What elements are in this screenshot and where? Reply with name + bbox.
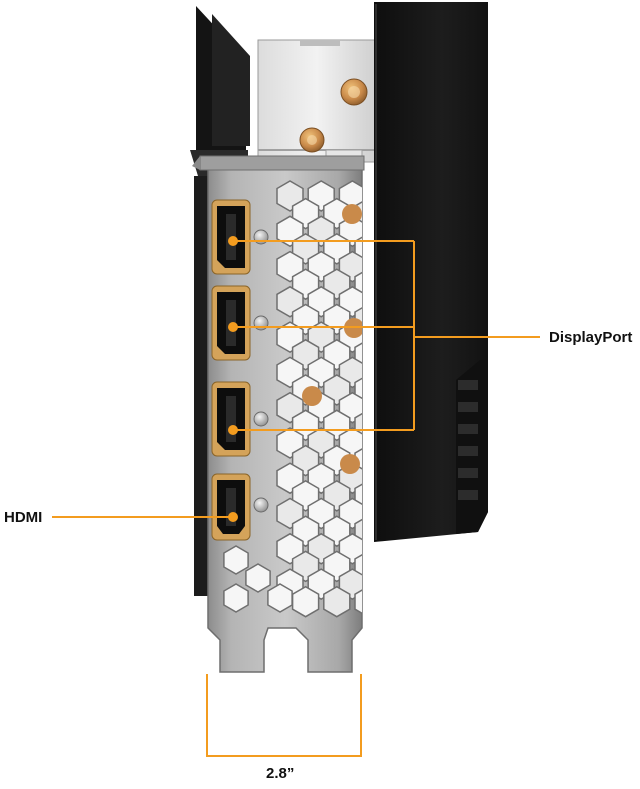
displayport-label: DisplayPort (549, 329, 633, 346)
hdmi-dot (228, 512, 238, 522)
port-screw (253, 497, 269, 513)
heatsink-block (257, 39, 377, 175)
vent-hole (267, 583, 293, 613)
vent-hole (354, 585, 362, 618)
dp-dot-3 (228, 425, 238, 435)
hdmi-label: HDMI (4, 509, 43, 526)
dp-dot-1 (228, 236, 238, 246)
fan-shroud (374, 2, 488, 542)
vent-pattern (223, 180, 362, 618)
port-screw (253, 411, 269, 427)
heatpipe-glimpse (342, 204, 362, 224)
callout-lines (52, 240, 540, 757)
bracket-width-label: 2.8” (266, 765, 295, 782)
width-dimension-bracket (206, 674, 362, 757)
pcb-edge (194, 176, 210, 596)
vent-hole (323, 585, 351, 618)
port-tongue (226, 488, 236, 526)
heatpipe-glimpse (302, 386, 322, 406)
callout-dots (228, 236, 238, 522)
port-tongue (226, 396, 236, 442)
dp-dot-2 (228, 322, 238, 332)
vent-hole (245, 563, 271, 593)
vent-hole (223, 583, 249, 613)
heatpipe-glimpse (340, 454, 360, 474)
vent-hole (223, 545, 249, 575)
rear-shroud-fins (190, 6, 250, 176)
vent-hole (291, 585, 320, 618)
